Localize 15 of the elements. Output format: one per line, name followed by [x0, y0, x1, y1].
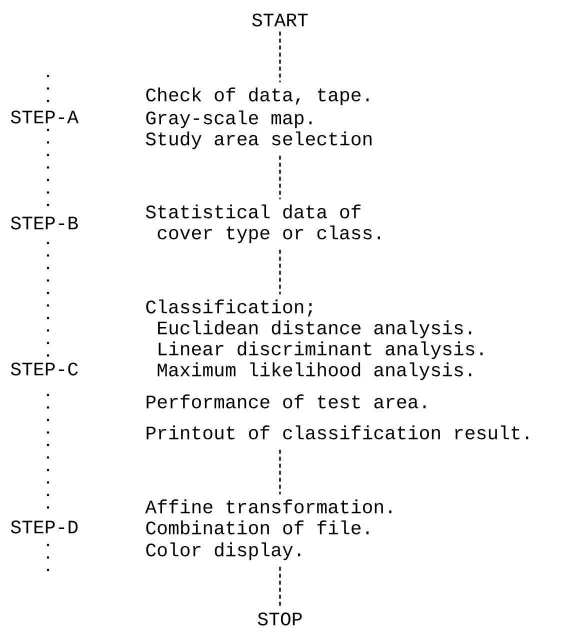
step-text: Statistical data of cover type or class.	[146, 204, 380, 244]
terminal-text: STOP	[258, 612, 302, 626]
dashed-connector	[279, 566, 281, 608]
terminal-text: START	[252, 14, 308, 26]
dashed-connector	[279, 250, 281, 294]
step-text: Affine transformation. Combination of file. Color display.	[145, 499, 392, 560]
dashed-connector	[279, 450, 281, 494]
dashed-connector	[279, 32, 281, 82]
step-label: STEP-C	[10, 362, 78, 376]
step-text: Check of data, tape. Gray-scale map. Study area selection	[146, 87, 372, 150]
step-label: STEP-A	[10, 110, 79, 124]
step-text: Classification; Euclidean distance analysis. Linear discriminant analysis. Maximum likelihood analysis. Performance of test area. Printout of classification result.	[146, 299, 528, 440]
step-label: STEP-B	[10, 216, 78, 230]
step-label: STEP-D	[10, 520, 78, 534]
dashed-connector	[279, 156, 281, 200]
